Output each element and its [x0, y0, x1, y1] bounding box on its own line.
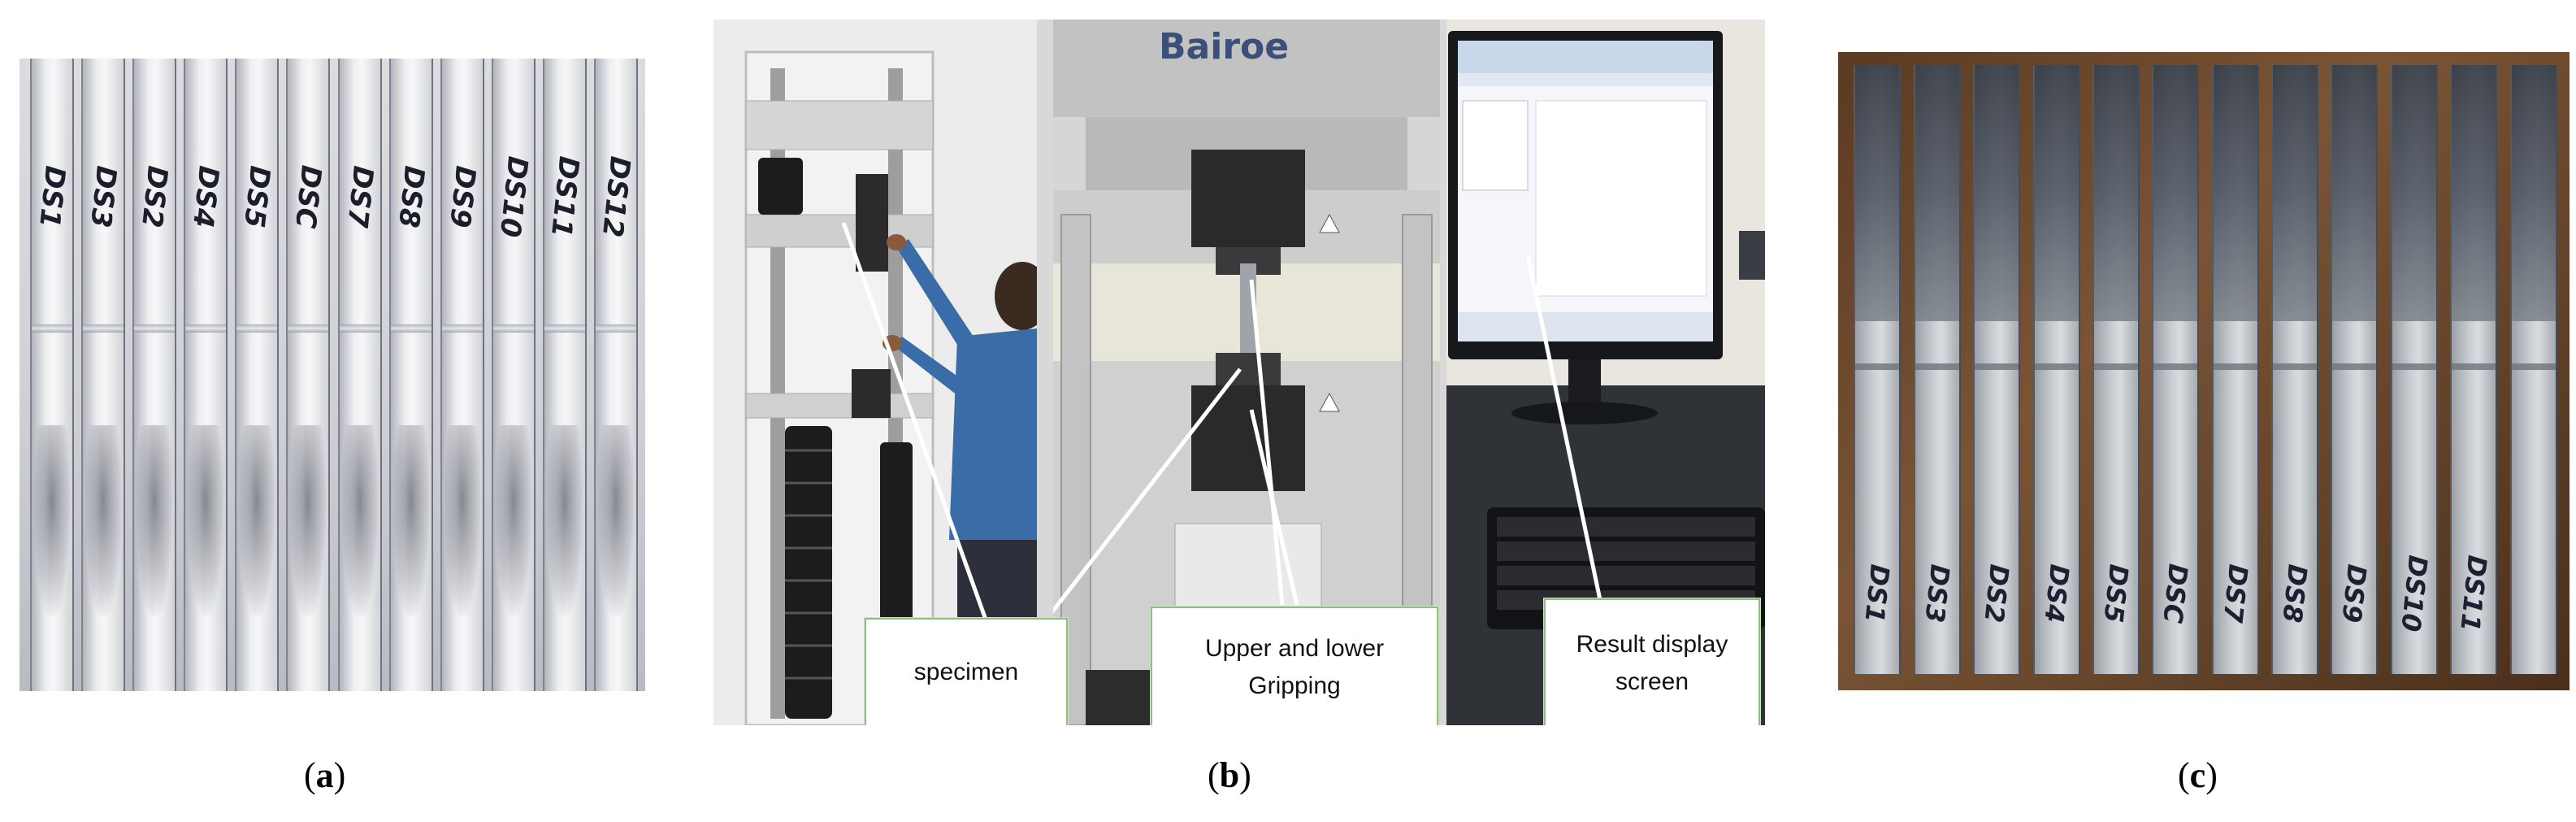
specimen-strip-a: DS1	[30, 59, 75, 691]
callout-screen-line2: screen	[1615, 668, 1689, 695]
specimen-strip-a: DSC	[286, 59, 331, 691]
callout-gripping-line1: Upper and lower	[1204, 634, 1385, 662]
specimen-label-c: DS8	[2276, 563, 2314, 624]
specimen-strip-a: DS9	[440, 59, 484, 691]
specimen-strip-a: DS7	[337, 59, 382, 691]
specimen-strip-a: DS8	[388, 59, 433, 691]
specimen-strip-c	[2509, 65, 2557, 674]
specimen-strip-c: DS5	[2092, 65, 2140, 674]
specimen-label-c: DS3	[1919, 563, 1956, 624]
specimen-strip-c: DS3	[1913, 65, 1961, 674]
specimen-label-c: DS10	[2395, 554, 2434, 633]
specimen-label-c: DS1	[1858, 563, 1897, 624]
specimen-strip-a: DS4	[184, 59, 228, 691]
specimen-label-a: DSC	[288, 163, 328, 230]
specimen-strip-c: DS4	[2032, 65, 2080, 674]
specimen-label-a: DS8	[391, 163, 431, 230]
specimen-label-c: DS2	[1978, 563, 2015, 624]
specimen-label-c: DSC	[2157, 562, 2195, 625]
specimen-label-c: DS5	[2097, 563, 2135, 624]
specimen-strip-a: DS2	[132, 59, 177, 691]
specimen-strip-a: DS12	[593, 59, 638, 691]
specimen-label-c: DS11	[2454, 554, 2494, 633]
specimen-strip-a: DS3	[81, 59, 126, 691]
specimen-label-a: DS12	[595, 154, 637, 239]
specimen-label-a: DS2	[135, 163, 175, 230]
specimen-strip-c: DS8	[2271, 65, 2319, 674]
specimen-label-c: DS7	[2217, 563, 2254, 624]
specimen-strip-c: DS11	[2450, 65, 2498, 674]
callout-screen-line1: Result display	[1576, 630, 1728, 658]
panel-b-photo: Bairoe specimen	[713, 20, 1765, 725]
specimen-strip-a: DS10	[491, 59, 536, 691]
specimen-label-c: DS9	[2335, 563, 2374, 624]
specimen-strip-c: DSC	[2152, 65, 2200, 674]
callout-gripping-line2: Gripping	[1248, 672, 1341, 699]
specimen-label-c: DS4	[2037, 563, 2075, 624]
specimen-label-a: DS4	[186, 163, 226, 230]
caption-a: (a)	[304, 755, 346, 795]
specimen-strip-c: DS1	[1854, 65, 1902, 674]
specimen-label-a: DS1	[33, 163, 72, 230]
brand-logo: Bairoe	[1159, 26, 1290, 67]
specimen-label-a: DS3	[84, 163, 124, 230]
specimen-strip-c: DS2	[1973, 65, 2021, 674]
specimen-strip-a: DS5	[235, 59, 280, 691]
specimen-label-a: DS11	[544, 154, 585, 239]
specimen-label-a: DS7	[340, 163, 379, 230]
specimen-label-a: DS10	[492, 154, 534, 239]
callout-gripping: Upper and lower Gripping	[1151, 607, 1438, 725]
caption-b: (b)	[1208, 755, 1251, 795]
callout-specimen: specimen	[865, 618, 1068, 725]
specimen-strip-a: DS11	[542, 59, 587, 691]
specimen-label-a: DS5	[237, 163, 277, 230]
panel-c-photo: DS1 DS3 DS2 DS4 DS5 DSC DS7 DS8 DS9 DS10 DS11	[1838, 52, 2569, 690]
specimen-strip-c: DS10	[2390, 65, 2438, 674]
specimen-strip-c: DS9	[2331, 65, 2379, 674]
callout-result-screen: Result display screen	[1544, 598, 1760, 725]
specimen-strip-c: DS7	[2211, 65, 2259, 674]
specimen-label-a: DS9	[442, 163, 482, 230]
caption-c: (c)	[2178, 755, 2218, 795]
